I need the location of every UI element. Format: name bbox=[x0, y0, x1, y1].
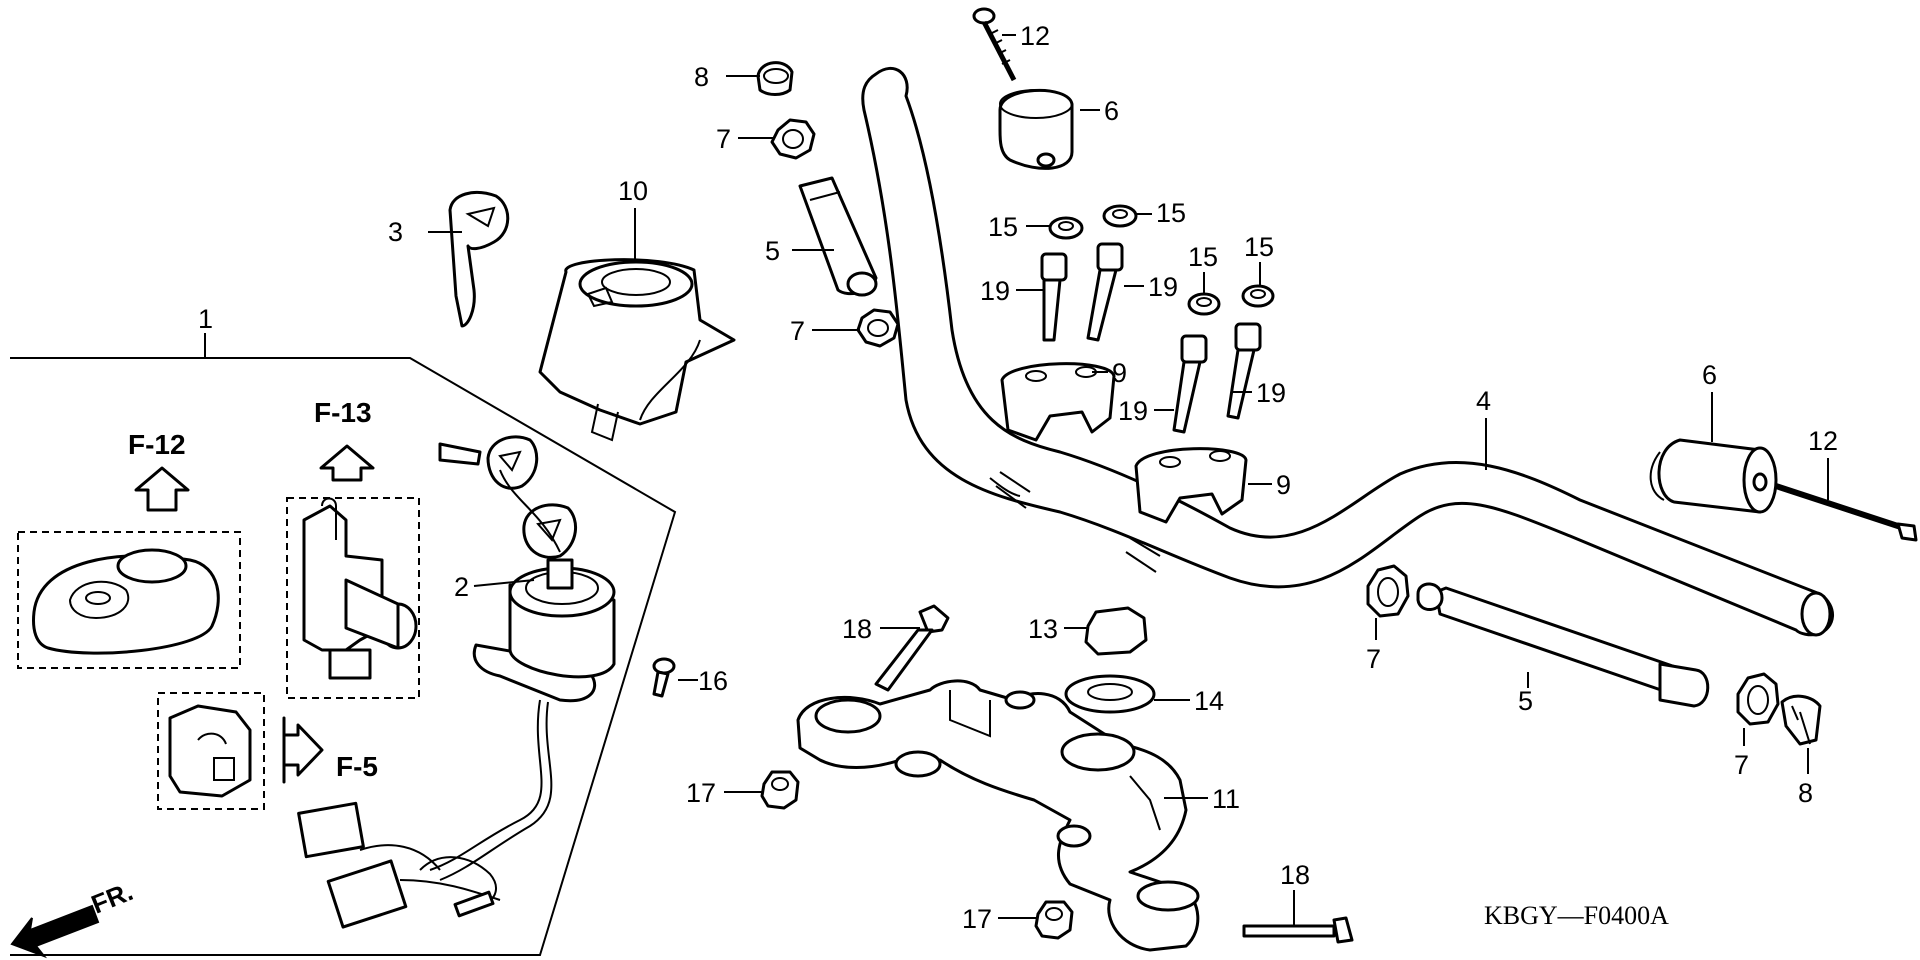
callout-2: 2 bbox=[454, 572, 469, 602]
rubber-7b bbox=[856, 308, 900, 348]
arrow-up-f12-icon bbox=[134, 466, 190, 512]
callout-11: 11 bbox=[1212, 784, 1240, 814]
bolt-19b bbox=[1086, 242, 1124, 342]
callouts: 1 2 3 4 5 5 6 6 7 7 7 7 8 8 9 9 10 11 12… bbox=[198, 21, 1838, 934]
callout-6-upper: 6 bbox=[1104, 96, 1119, 126]
upper-holder-a bbox=[1000, 362, 1116, 442]
leader-lines bbox=[428, 34, 1829, 926]
callout-9b: 9 bbox=[1276, 470, 1291, 500]
callout-12-upper: 12 bbox=[1020, 21, 1050, 51]
washer-15d bbox=[1241, 284, 1275, 308]
ignition-switch bbox=[297, 558, 616, 929]
callout-19c: 19 bbox=[1118, 396, 1148, 426]
bar-end-weight-upper bbox=[998, 88, 1074, 170]
callout-7b: 7 bbox=[790, 316, 805, 346]
callout-19d: 19 bbox=[1256, 378, 1286, 408]
bar-end-weight-right bbox=[1649, 438, 1778, 514]
weight-holder-right bbox=[1416, 582, 1710, 708]
washer-15c bbox=[1187, 292, 1221, 316]
callout-4: 4 bbox=[1476, 386, 1491, 416]
nut-13 bbox=[1084, 606, 1148, 656]
callout-15b: 15 bbox=[1156, 198, 1186, 228]
ref-f5: F-5 bbox=[336, 751, 378, 782]
rubber-7d bbox=[1736, 672, 1780, 726]
callout-19b: 19 bbox=[1148, 272, 1178, 302]
callout-9a: 9 bbox=[1112, 358, 1127, 388]
ignition-assembly-outline bbox=[10, 333, 677, 956]
bolt-19a bbox=[1040, 252, 1068, 342]
clip-8b bbox=[1780, 694, 1822, 746]
callout-15d: 15 bbox=[1244, 232, 1274, 262]
front-direction-arrow-icon bbox=[10, 904, 100, 959]
callout-7c: 7 bbox=[1366, 644, 1381, 674]
callout-3: 3 bbox=[388, 217, 403, 247]
callout-15a: 15 bbox=[988, 212, 1018, 242]
f5-detail bbox=[157, 692, 265, 810]
key bbox=[448, 191, 510, 328]
callout-15c: 15 bbox=[1188, 242, 1218, 272]
callout-14: 14 bbox=[1194, 686, 1224, 716]
arrow-right-f5-icon bbox=[282, 716, 324, 784]
washer-14 bbox=[1064, 674, 1156, 714]
callout-5-right: 5 bbox=[1518, 686, 1533, 716]
callout-16: 16 bbox=[698, 666, 728, 696]
bolt-19c bbox=[1172, 334, 1208, 434]
callout-19a: 19 bbox=[980, 276, 1010, 306]
diagram-code: KBGY—F0400A bbox=[1484, 901, 1669, 930]
nut-17-lower bbox=[1034, 900, 1074, 940]
screw-12-upper bbox=[972, 7, 1017, 82]
screw-16 bbox=[652, 657, 676, 698]
callout-12-right: 12 bbox=[1808, 426, 1838, 456]
switch-cover bbox=[538, 258, 736, 442]
ref-f12: F-12 bbox=[128, 429, 186, 460]
weight-holder-upper bbox=[798, 176, 878, 297]
callout-6-right: 6 bbox=[1702, 360, 1717, 390]
arrow-up-f13-icon bbox=[319, 444, 375, 482]
washer-15a bbox=[1048, 216, 1084, 240]
callout-5-upper: 5 bbox=[765, 236, 780, 266]
screw-12-right bbox=[1775, 483, 1918, 542]
rubber-7a bbox=[770, 118, 816, 160]
ref-f13: F-13 bbox=[314, 397, 372, 428]
clip-8a bbox=[756, 61, 794, 96]
callout-17-lower: 17 bbox=[962, 904, 992, 934]
bolt-18-upper bbox=[874, 604, 950, 692]
f12-detail bbox=[17, 531, 241, 669]
callout-18-lower: 18 bbox=[1280, 860, 1310, 890]
bolt-18-lower bbox=[1242, 916, 1354, 944]
top-bridge bbox=[796, 679, 1200, 952]
handlebar bbox=[861, 67, 1834, 637]
ignition-keys bbox=[438, 435, 577, 559]
callout-8a: 8 bbox=[694, 62, 709, 92]
callout-7d: 7 bbox=[1734, 750, 1749, 780]
f13-detail bbox=[286, 497, 420, 699]
upper-holder-b bbox=[1134, 447, 1248, 524]
callout-17-upper: 17 bbox=[686, 778, 716, 808]
callout-18-upper: 18 bbox=[842, 614, 872, 644]
callout-13: 13 bbox=[1028, 614, 1058, 644]
callout-7a: 7 bbox=[716, 124, 731, 154]
rubber-7c bbox=[1366, 564, 1410, 618]
callout-8b: 8 bbox=[1798, 778, 1813, 808]
nut-17-upper bbox=[760, 770, 800, 810]
callout-10: 10 bbox=[618, 176, 648, 206]
bolt-19d bbox=[1226, 322, 1262, 420]
washer-15b bbox=[1102, 204, 1138, 228]
callout-1: 1 bbox=[198, 304, 213, 334]
